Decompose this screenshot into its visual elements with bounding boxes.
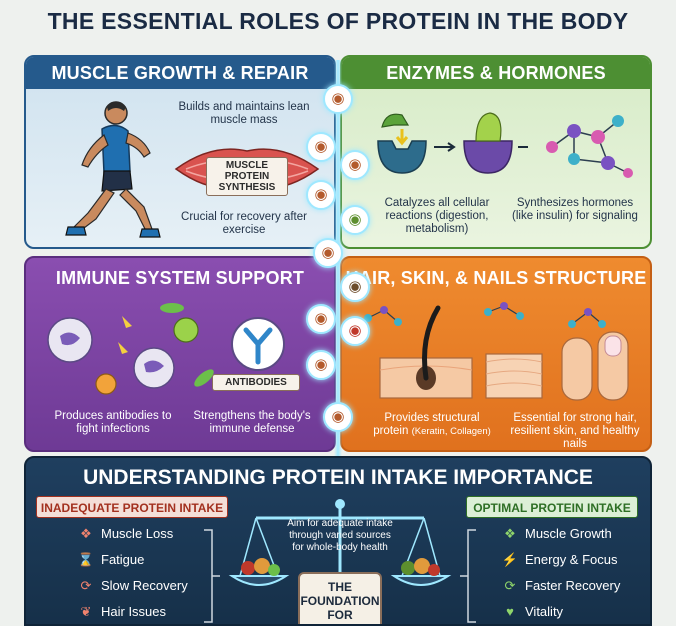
inadequate-item-hair-issues: ❦Hair Issues xyxy=(76,602,166,622)
antibodies-label: ANTIBODIES xyxy=(212,374,300,391)
lightning-icon: ⚡ xyxy=(501,552,519,567)
potato-icon: ◉ xyxy=(306,350,336,380)
refresh-icon: ⟳ xyxy=(80,578,92,593)
panel-title-enzymes: ENZYMES & HORMONES xyxy=(342,57,650,89)
hair-text-provides-sub: (Keratin, Collagen) xyxy=(411,426,491,437)
inadequate-intake-badge: INADEQUATE PROTEIN INTAKE xyxy=(36,496,228,518)
hair-text-provides-main: Provides structural protein xyxy=(373,412,480,437)
optimal-item-energy-focus: ⚡Energy & Focus xyxy=(500,550,618,570)
hormone-molecule-illustration xyxy=(546,115,633,178)
optimal-item-muscle-growth: ❖Muscle Growth xyxy=(500,524,612,544)
heartbeat-icon: ♥ xyxy=(506,604,514,619)
enzymes-text-synthesizes: Synthesizes hormones (like insulin) for … xyxy=(512,197,638,222)
fish-icon: ◉ xyxy=(306,304,336,334)
muscle-protein-synthesis-label: MUSCLE PROTEIN SYNTHESIS xyxy=(206,157,288,196)
enzyme-illustration xyxy=(377,112,528,174)
left-bracket xyxy=(204,529,220,623)
refresh-icon: ⟳ xyxy=(504,578,516,593)
inadequate-item-muscle-loss: ❖Muscle Loss xyxy=(76,524,173,544)
muscle-text-recovery: Crucial for recovery after exercise xyxy=(181,211,307,236)
hair-icon: ❦ xyxy=(80,604,92,619)
flexed-arm-icon: ❖ xyxy=(504,526,516,541)
balance-scale-illustration xyxy=(228,499,452,598)
antibody-icon xyxy=(231,317,285,371)
nut-icon: ◉ xyxy=(340,272,370,302)
hair-skin-nails-illustration xyxy=(364,302,629,401)
hourglass-icon: ⌛ xyxy=(77,552,95,567)
hair-text-essential: Essential for strong hair, resilient ski… xyxy=(510,412,640,450)
panel-hair-skin-nails: HAIR, SKIN, & NAILS STRUCTURE Provides s… xyxy=(340,256,652,452)
immune-cells-illustration xyxy=(47,303,214,395)
panel-title-immune: IMMUNE SYSTEM SUPPORT xyxy=(55,268,305,288)
flexed-arm-icon: ❖ xyxy=(80,526,92,541)
foundation-label: THE FOUNDATION FOR VITALITY xyxy=(298,572,382,624)
enzymes-text-catalyzes: Catalyzes all cellular reactions (digest… xyxy=(384,197,490,235)
steak-icon: ◉ xyxy=(323,84,353,114)
page-title: THE ESSENTIAL ROLES OF PROTEIN IN THE BO… xyxy=(47,8,629,34)
panel-protein-intake: UNDERSTANDING PROTEIN INTAKE IMPORTANCE … xyxy=(24,456,652,626)
inadequate-item-fatigue: ⌛Fatigue xyxy=(76,550,144,570)
optimal-item-vitality: ♥Vitality xyxy=(500,602,563,622)
hair-text-provides: Provides structural protein (Keratin, Co… xyxy=(372,412,492,438)
runner-illustration xyxy=(65,101,161,238)
meat-icon: ◉ xyxy=(323,402,353,432)
optimal-intake-badge: OPTIMAL PROTEIN INTAKE xyxy=(466,496,638,518)
panel-enzymes-hormones: ENZYMES & HORMONES Catalyzes all cellula… xyxy=(340,55,652,249)
bean-icon: ◉ xyxy=(306,180,336,210)
immune-text-produces: Produces antibodies to fight infections xyxy=(54,410,172,435)
egg-icon: ◉ xyxy=(313,238,343,268)
panel-muscle-growth: MUSCLE GROWTH & REPAIR Builds and mainta… xyxy=(24,55,336,249)
chicken-icon: ◉ xyxy=(306,132,336,162)
tomato-icon: ◉ xyxy=(340,316,370,346)
optimal-item-faster-recovery: ⟳Faster Recovery xyxy=(500,576,621,596)
center-glow-axis xyxy=(334,60,342,470)
panel-immune-support: IMMUNE SYSTEM SUPPORT ANTIBODIES Produce… xyxy=(24,256,336,452)
muscle-text-builds: Builds and maintains lean muscle mass xyxy=(178,101,310,126)
intake-center-text: Aim for adequate intake through varied s… xyxy=(287,518,393,553)
panel-title-hair: HAIR, SKIN, & NAILS STRUCTURE xyxy=(345,268,647,288)
panel-title-muscle: MUSCLE GROWTH & REPAIR xyxy=(26,57,334,89)
avocado-icon: ◉ xyxy=(340,205,370,235)
inadequate-item-slow-recovery: ⟳Slow Recovery xyxy=(76,576,188,596)
right-bracket xyxy=(460,529,476,623)
intake-title: UNDERSTANDING PROTEIN INTAKE IMPORTANCE xyxy=(83,466,593,489)
bowl-icon: ◉ xyxy=(340,150,370,180)
immune-text-strengthens: Strengthens the body's immune defense xyxy=(193,410,311,435)
